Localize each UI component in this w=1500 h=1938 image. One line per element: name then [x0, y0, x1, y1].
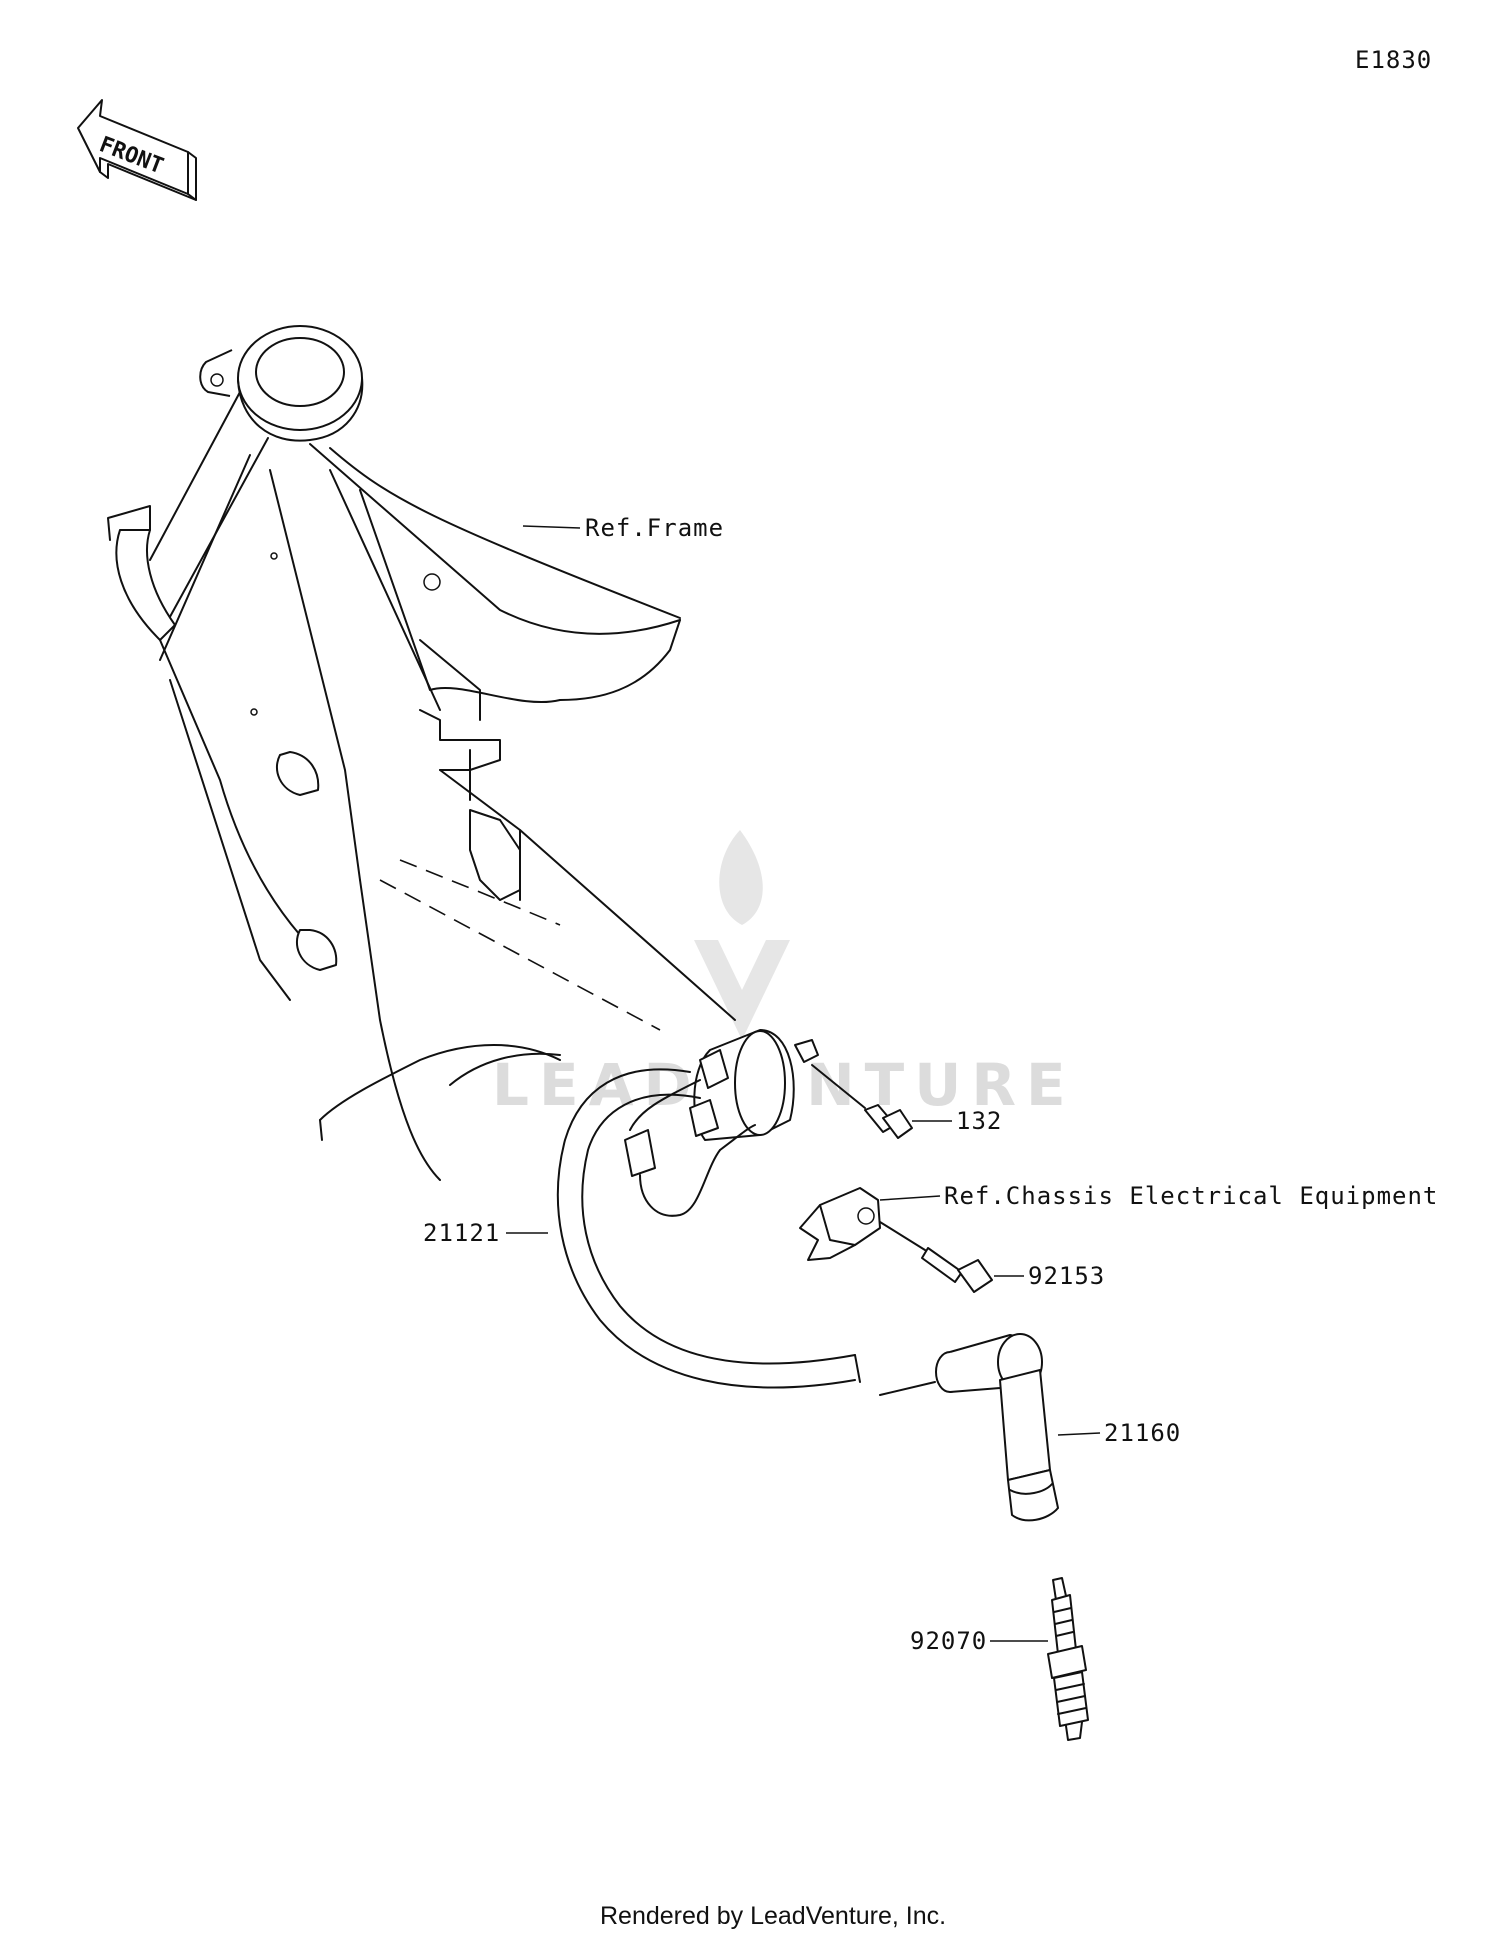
- bracket-chassis: [799, 1187, 881, 1261]
- spark-plug-92070: [1047, 1577, 1089, 1741]
- ignition-coil-21121: [624, 1029, 819, 1217]
- bolt-92153: [879, 1221, 993, 1293]
- callout-92070: 92070: [910, 1627, 987, 1655]
- callout-92153: 92153: [1028, 1262, 1105, 1290]
- callout-21121: 21121: [423, 1219, 500, 1247]
- callout-ref-chassis: Ref.Chassis Electrical Equipment: [944, 1182, 1438, 1210]
- callout-ref-frame: Ref.Frame: [585, 514, 724, 542]
- spark-plug-cap-21160: [879, 1333, 1059, 1522]
- leader-lines: [506, 525, 1101, 1642]
- bolt-132: [811, 1064, 913, 1139]
- frame-drawing: [107, 325, 736, 1181]
- diagram-code: E1830: [1355, 46, 1432, 74]
- callout-21160: 21160: [1104, 1419, 1181, 1447]
- high-tension-lead: [556, 1068, 861, 1389]
- footer-credit: Rendered by LeadVenture, Inc.: [600, 1902, 946, 1930]
- front-arrow-icon: FRONT: [77, 99, 197, 201]
- callout-132: 132: [956, 1107, 1002, 1135]
